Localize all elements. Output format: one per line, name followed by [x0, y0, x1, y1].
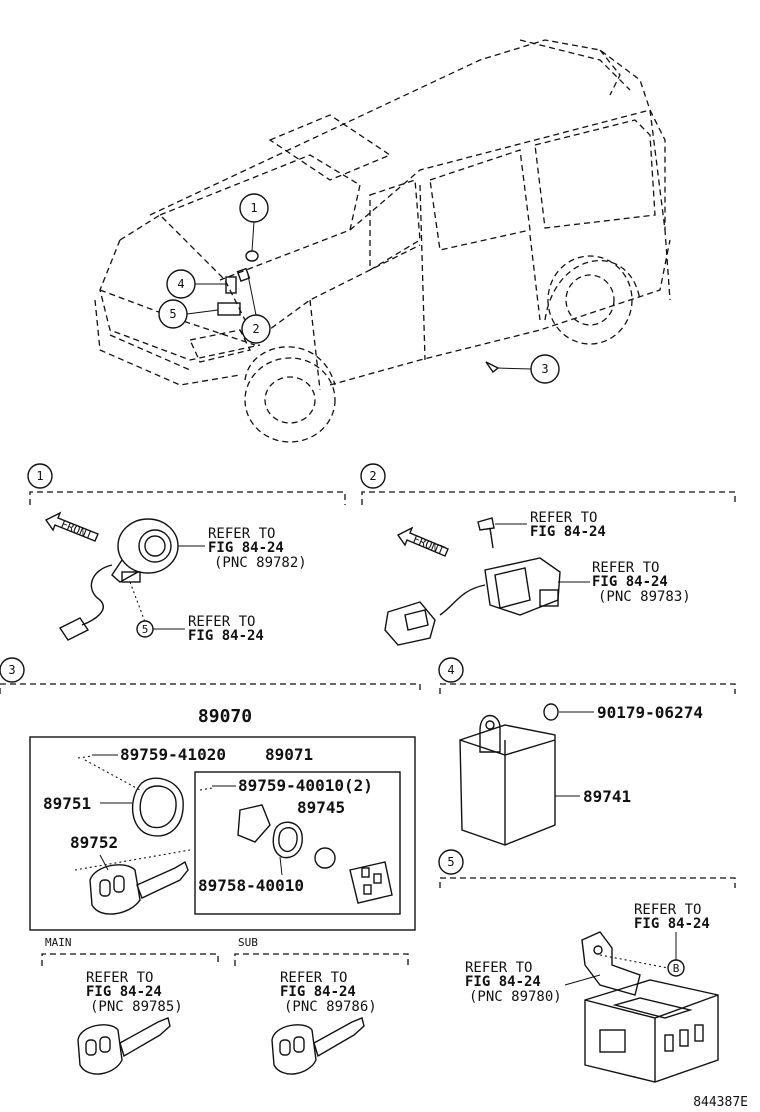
- main-sub-keys: MAIN SUB REFER TO FIG 84-24 (PNC 89785) …: [41, 936, 409, 1075]
- section-5-number: 5: [447, 855, 454, 869]
- figure-code: 844387E: [693, 1095, 748, 1110]
- part-89071: 89071: [265, 745, 313, 764]
- part-89070: 89070: [198, 706, 252, 727]
- front-label-2: FRONT: [411, 533, 447, 558]
- part-89759-41020: 89759-41020: [120, 745, 226, 764]
- section-3-number: 3: [8, 663, 15, 677]
- section-4: 4 90179-06274 89741: [438, 657, 736, 846]
- refer-to-label: REFER TO: [280, 970, 347, 986]
- callout-2: 2: [252, 322, 259, 336]
- section-1: 1 FRONT REFER TO FIG 84-24 (PNC 89782) 5…: [27, 463, 346, 644]
- main-label: MAIN: [45, 936, 72, 949]
- pnc-89786: (PNC 89786): [284, 999, 377, 1015]
- callout-5: 5: [169, 307, 176, 321]
- callout-4: 4: [177, 277, 184, 291]
- section-2-number: 2: [369, 469, 376, 483]
- front-label-1: FRONT: [59, 518, 95, 543]
- fig-reference: FIG 84-24: [634, 916, 710, 932]
- part-89751: 89751: [43, 794, 91, 813]
- callout-3: 3: [541, 362, 548, 376]
- fig-reference: FIG 84-24: [188, 628, 264, 644]
- van-illustration: [94, 39, 671, 443]
- section-4-number: 4: [447, 663, 454, 677]
- van-callouts: 1 4 5 2 3: [158, 193, 560, 384]
- part-89758-40010: 89758-40010: [198, 876, 304, 895]
- part-89745: 89745: [297, 798, 345, 817]
- pnc-89785: (PNC 89785): [90, 999, 183, 1015]
- fig-reference: FIG 84-24: [530, 524, 606, 540]
- fig-reference: FIG 84-24: [86, 984, 162, 1000]
- refer-to-label: REFER TO: [86, 970, 153, 986]
- refer-to-label: REFER TO: [188, 614, 255, 630]
- part-89759-40010: 89759-40010(2): [238, 776, 373, 795]
- pnc-89782: (PNC 89782): [214, 555, 307, 571]
- fig-reference: FIG 84-24: [465, 974, 541, 990]
- part-89752: 89752: [70, 833, 118, 852]
- section-2: 2 FRONT REFER TO FIG 84-24 REFER TO FIG …: [360, 463, 736, 646]
- part-90179-06274: 90179-06274: [597, 703, 703, 722]
- callout-1: 1: [250, 201, 257, 215]
- refer-to-label: REFER TO: [530, 510, 597, 526]
- refer-to-label: REFER TO: [208, 526, 275, 542]
- refer-to-label: REFER TO: [634, 902, 701, 918]
- section-5: 5 REFER TO FIG 84-24 B REFER TO FIG 84-2…: [438, 849, 736, 1083]
- refer-to-label: REFER TO: [465, 960, 532, 976]
- sub-label: SUB: [238, 936, 258, 949]
- part-89741: 89741: [583, 787, 631, 806]
- section-1-number: 1: [36, 469, 43, 483]
- section-3: 3 89070 89759-41020 89071 89759-40010(2)…: [0, 657, 421, 931]
- pnc-89780: (PNC 89780): [469, 989, 562, 1005]
- refer-to-label: REFER TO: [592, 560, 659, 576]
- fig-reference: FIG 84-24: [208, 540, 284, 556]
- fig-reference: FIG 84-24: [280, 984, 356, 1000]
- pnc-89783: (PNC 89783): [598, 589, 691, 605]
- fig-reference: FIG 84-24: [592, 574, 668, 590]
- callout-5: 5: [142, 623, 149, 636]
- callout-b: B: [673, 962, 680, 975]
